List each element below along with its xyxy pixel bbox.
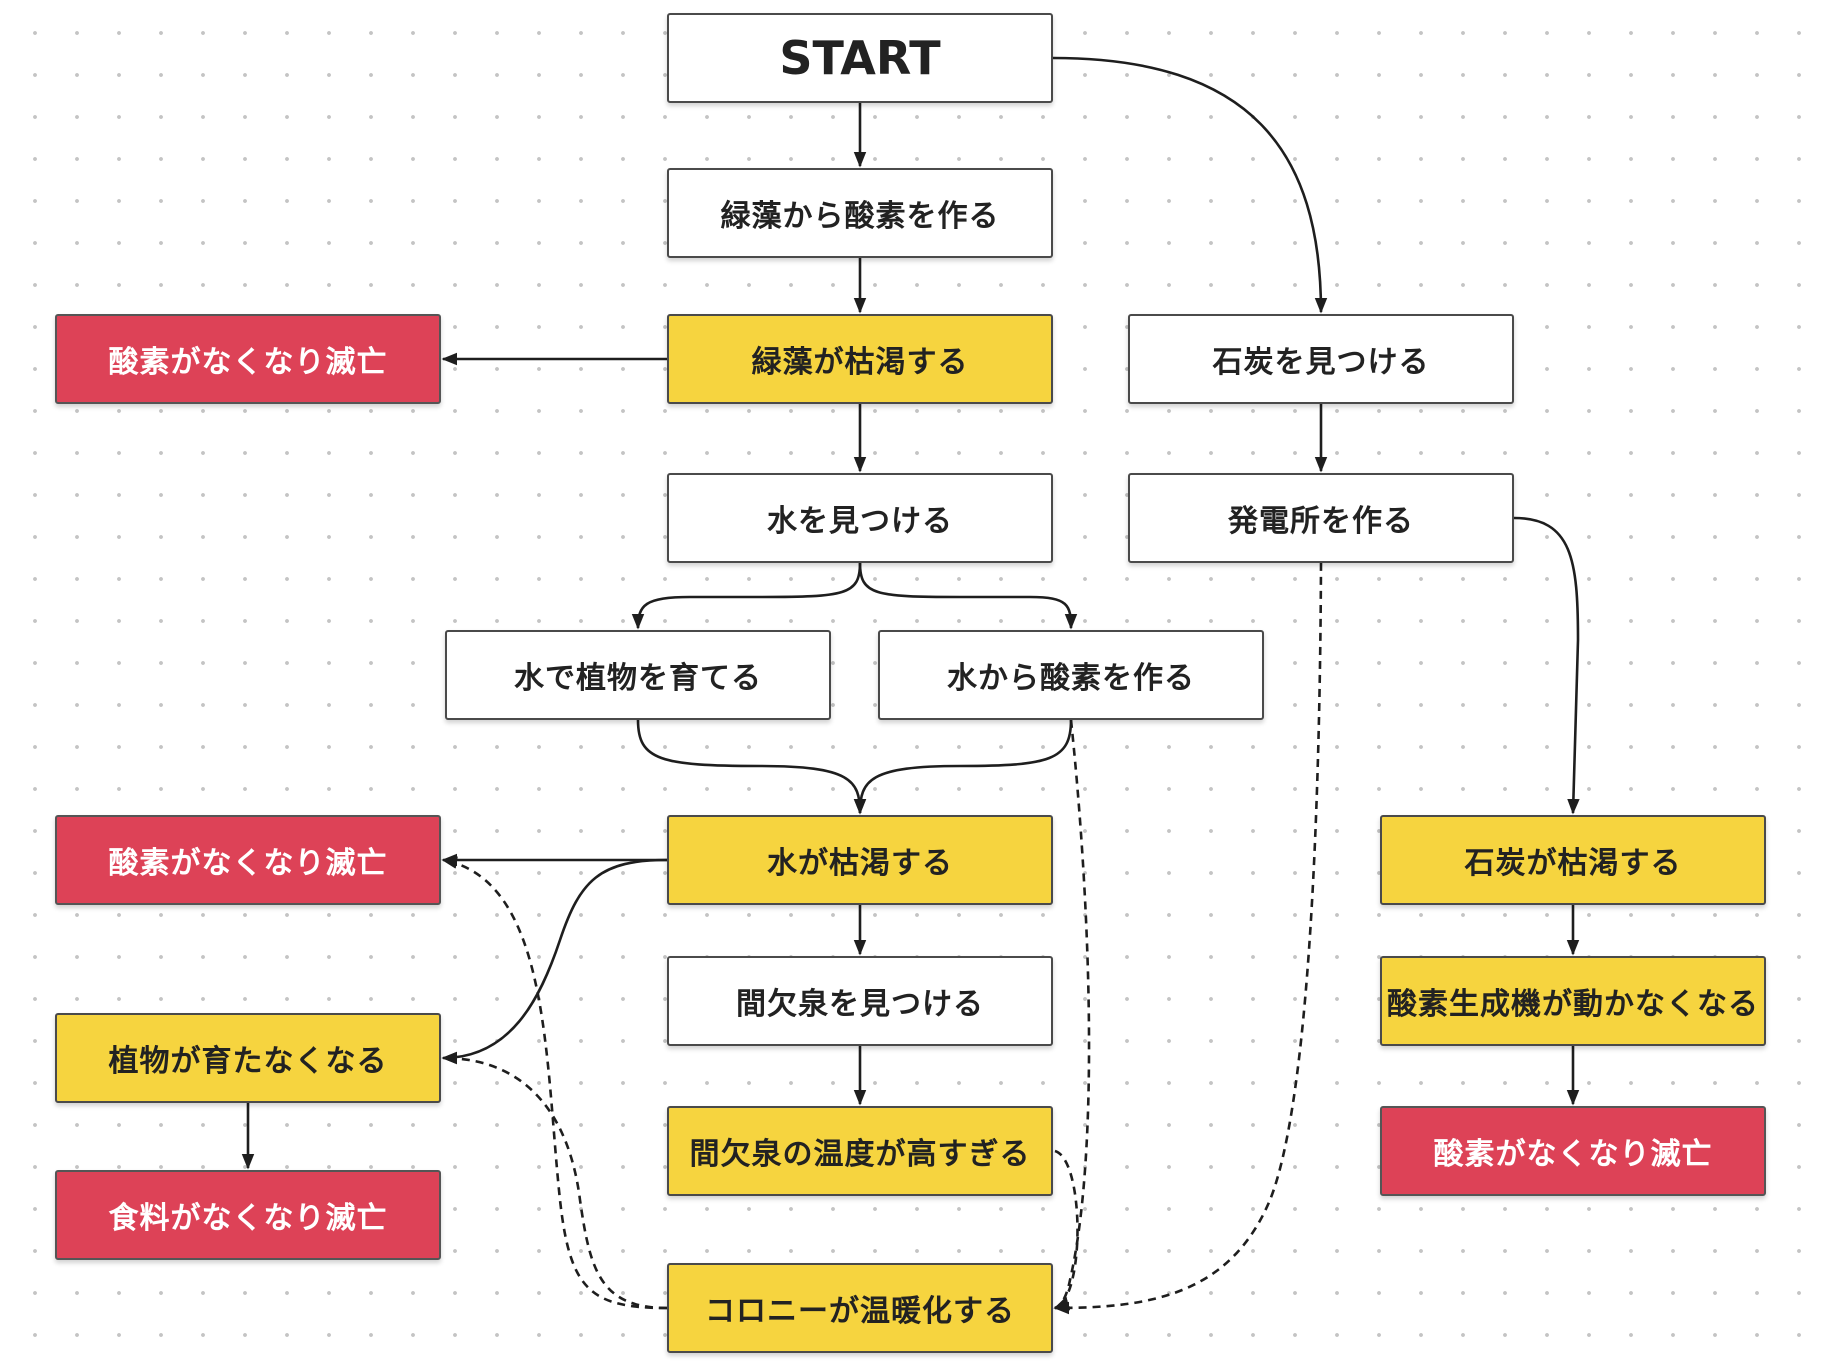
edge-find-water-to-grow-plants [631, 562, 862, 630]
node-label: 酸素がなくなり滅亡 [1433, 1137, 1713, 1172]
node-label: 食料がなくなり滅亡 [108, 1201, 388, 1236]
node-label: 水から酸素を作る [947, 661, 1195, 696]
edge-water-out-to-plants-fail [441, 858, 668, 1065]
edge-water-o2-to-water-out [853, 719, 1073, 815]
node-find-geyser[interactable]: 間欠泉を見つける [667, 956, 1053, 1046]
node-label: 間欠泉を見つける [736, 987, 984, 1022]
node-find-coal[interactable]: 石炭を見つける [1128, 314, 1514, 404]
node-label: 緑藻から酸素を作る [720, 199, 1000, 234]
node-water-oxygen[interactable]: 水から酸素を作る [878, 630, 1264, 720]
node-label: 酸素がなくなり滅亡 [108, 345, 388, 380]
node-colony-warming[interactable]: コロニーが温暖化する [667, 1263, 1053, 1353]
edge-grow-plants-to-water-out [636, 719, 867, 815]
node-label: 水で植物を育てる [514, 661, 762, 696]
node-water-depleted[interactable]: 水が枯渇する [667, 815, 1053, 905]
node-label: 植物が育たなくなる [108, 1044, 388, 1079]
node-oxygen-death-1[interactable]: 酸素がなくなり滅亡 [55, 314, 441, 404]
node-label: 石炭が枯渇する [1464, 846, 1682, 881]
node-label: 酸素生成機が動かなくなる [1387, 987, 1759, 1022]
node-oxygen-generator-stops[interactable]: 酸素生成機が動かなくなる [1380, 956, 1766, 1046]
node-label: コロニーが温暖化する [705, 1294, 1015, 1329]
node-algae-depleted[interactable]: 緑藻が枯渇する [667, 314, 1053, 404]
node-grow-plants[interactable]: 水で植物を育てる [445, 630, 831, 720]
node-label: 酸素がなくなり滅亡 [108, 846, 388, 881]
node-start[interactable]: START [667, 13, 1053, 103]
node-plants-fail[interactable]: 植物が育たなくなる [55, 1013, 441, 1103]
edge-colony-warm-to-death2 [441, 856, 668, 1310]
node-label: 水を見つける [767, 504, 953, 539]
node-algae-oxygen[interactable]: 緑藻から酸素を作る [667, 168, 1053, 258]
edge-find-water-to-water-o2 [858, 562, 1078, 630]
node-label: 緑藻が枯渇する [751, 345, 969, 380]
node-oxygen-death-3[interactable]: 酸素がなくなり滅亡 [1380, 1106, 1766, 1196]
edge-start-to-find-coal [1052, 56, 1328, 314]
edge-water-o2-to-colony-warm [1053, 719, 1091, 1310]
node-coal-depleted[interactable]: 石炭が枯渇する [1380, 815, 1766, 905]
node-label: 発電所を作る [1228, 504, 1414, 539]
edge-geyser-hot-to-colony-warm [1053, 1149, 1079, 1311]
node-oxygen-death-2[interactable]: 酸素がなくなり滅亡 [55, 815, 441, 905]
node-geyser-too-hot[interactable]: 間欠泉の温度が高すぎる [667, 1106, 1053, 1196]
node-label: 水が枯渇する [767, 846, 953, 881]
node-power-plant[interactable]: 発電所を作る [1128, 473, 1514, 563]
node-label: START [779, 31, 941, 85]
node-label: 間欠泉の温度が高すぎる [689, 1137, 1031, 1172]
node-label: 石炭を見つける [1212, 345, 1430, 380]
edge-colony-warm-to-plants-fail [441, 1051, 668, 1310]
node-food-death[interactable]: 食料がなくなり滅亡 [55, 1170, 441, 1260]
edge-power-plant-to-coal-out [1513, 516, 1580, 815]
node-find-water[interactable]: 水を見つける [667, 473, 1053, 563]
